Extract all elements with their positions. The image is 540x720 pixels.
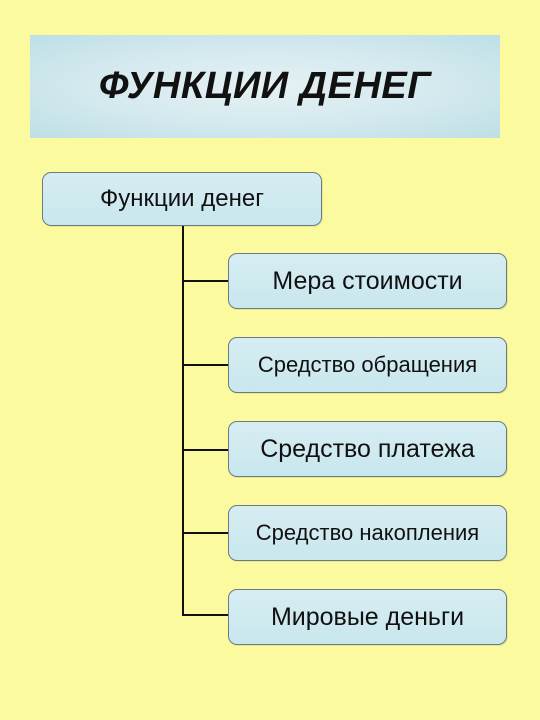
child-node-store-of-value: Средство накопления	[228, 505, 507, 561]
connector-branch-2	[182, 364, 229, 366]
connector-branch-1	[182, 280, 229, 282]
child-node-world-money: Мировые деньги	[228, 589, 507, 645]
page-title: ФУНКЦИИ ДЕНЕГ	[98, 65, 432, 107]
connector-branch-3	[182, 449, 229, 451]
connector-branch-4	[182, 532, 229, 534]
connector-branch-5	[182, 614, 229, 616]
child-node-means-of-payment: Средство платежа	[228, 421, 507, 477]
title-banner: ФУНКЦИИ ДЕНЕГ	[30, 35, 500, 138]
root-node: Функции денег	[42, 172, 322, 226]
connector-trunk	[182, 226, 184, 615]
child-node-measure-of-value: Мера стоимости	[228, 253, 507, 309]
child-node-medium-of-exchange: Средство обращения	[228, 337, 507, 393]
